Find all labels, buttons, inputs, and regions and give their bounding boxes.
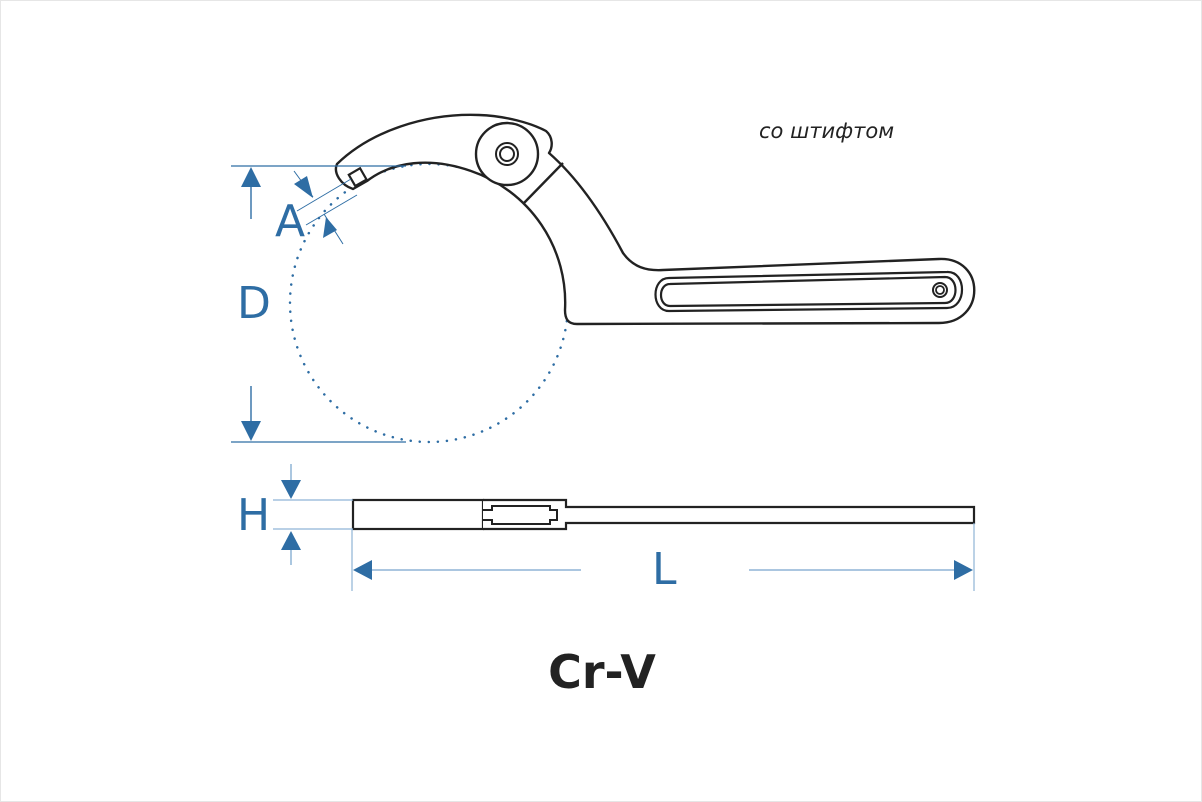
label-D: D bbox=[237, 278, 271, 329]
arm-joint-line bbox=[522, 162, 564, 205]
dimension-H bbox=[273, 464, 353, 565]
pin bbox=[347, 166, 369, 188]
label-L: L bbox=[652, 544, 677, 595]
dimension-D bbox=[231, 165, 406, 443]
pivot-ring-outer bbox=[495, 142, 519, 166]
handle-slot-inner bbox=[659, 275, 957, 308]
handle-slot-outer bbox=[654, 270, 963, 313]
side-view bbox=[351, 498, 976, 531]
label-H: H bbox=[237, 490, 271, 541]
dimension-A bbox=[293, 170, 358, 245]
label-A: A bbox=[275, 196, 306, 247]
handle-hole-inner bbox=[935, 285, 945, 295]
handle-hole-outer bbox=[932, 282, 948, 298]
dimension-L bbox=[351, 523, 975, 591]
pivot-ring-inner bbox=[499, 146, 515, 162]
material-label: Cr-V bbox=[548, 645, 656, 699]
pivot-circle bbox=[474, 121, 540, 187]
pin-note: со штифтом bbox=[759, 119, 895, 143]
